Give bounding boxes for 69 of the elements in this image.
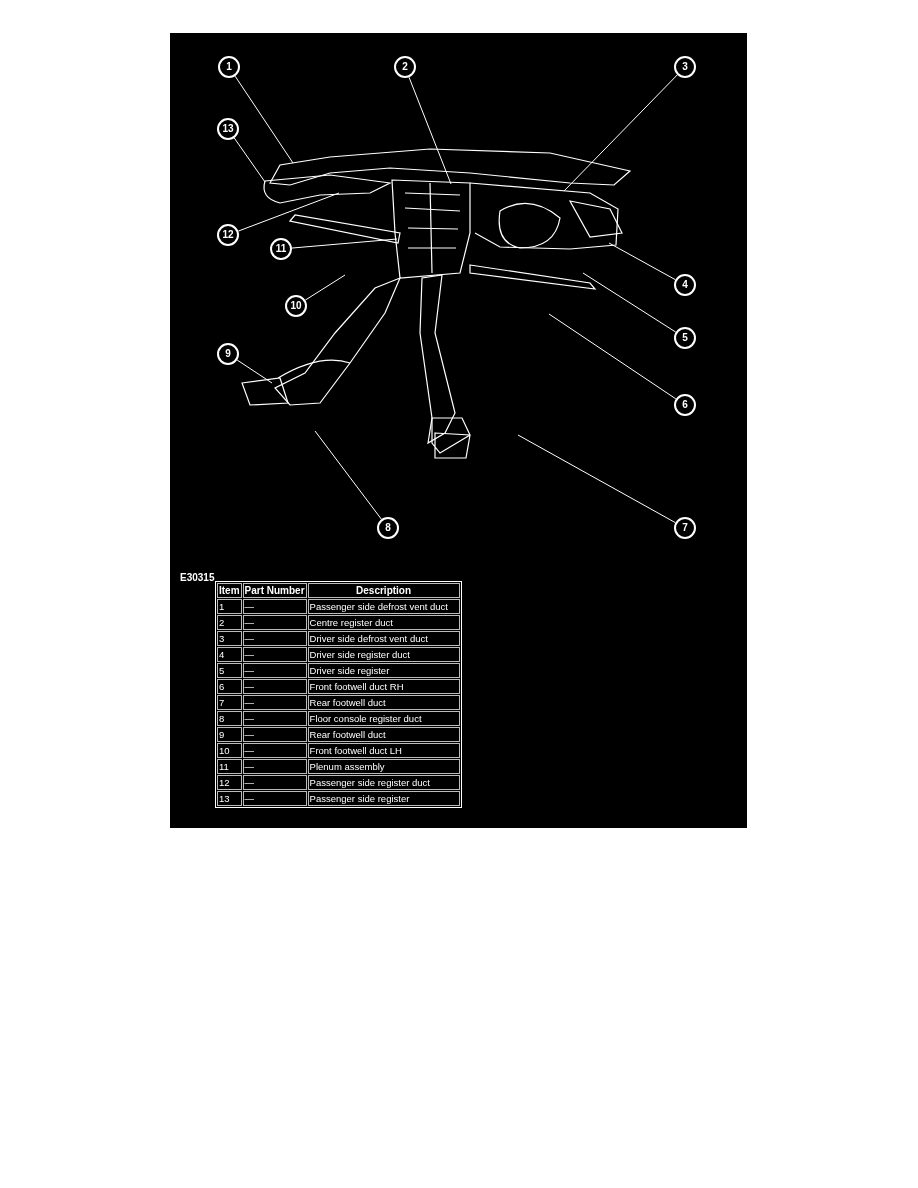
table-cell: 9 <box>217 727 242 742</box>
table-cell: Centre register duct <box>307 615 460 630</box>
table-cell: — <box>242 647 307 662</box>
table-cell: 6 <box>217 679 242 694</box>
table-cell: 8 <box>217 711 242 726</box>
table-cell: — <box>242 695 307 710</box>
leader-line <box>291 238 398 249</box>
table-cell: Passenger side defrost vent duct <box>307 599 460 614</box>
leader-line <box>563 74 678 192</box>
table-cell: 4 <box>217 647 242 662</box>
callout-number: 4 <box>674 274 696 296</box>
table-cell: Rear footwell duct <box>307 727 460 742</box>
leader-line <box>608 242 676 281</box>
table-cell: Front footwell duct RH <box>307 679 460 694</box>
leader-line <box>408 76 452 185</box>
figure-code: E30315 <box>180 572 215 583</box>
table-cell: — <box>242 663 307 678</box>
table-cell: 7 <box>217 695 242 710</box>
table-cell: 11 <box>217 759 242 774</box>
callout-number: 6 <box>674 394 696 416</box>
callout-number: 12 <box>217 224 239 246</box>
table-cell: Plenum assembly <box>307 759 460 774</box>
leader-line <box>304 274 346 301</box>
callout-number: 11 <box>270 238 292 260</box>
table-cell: 12 <box>217 775 242 790</box>
table-cell: 2 <box>217 615 242 630</box>
table-cell: Rear footwell duct <box>307 695 460 710</box>
callout-number: 10 <box>285 295 307 317</box>
callout-number: 5 <box>674 327 696 349</box>
leader-line <box>237 192 340 232</box>
table-cell: — <box>242 679 307 694</box>
table-cell: 13 <box>217 791 242 806</box>
callout-number: 3 <box>674 56 696 78</box>
table-cell: Floor console register duct <box>307 711 460 726</box>
table-cell: — <box>242 743 307 758</box>
table-cell: — <box>242 727 307 742</box>
leader-line <box>233 137 266 183</box>
table-cell: — <box>242 599 307 614</box>
table-cell: — <box>242 711 307 726</box>
leader-line <box>236 359 273 384</box>
table-cell: Driver side register <box>307 663 460 678</box>
table-cell: Passenger side register duct <box>307 775 460 790</box>
leader-line <box>548 313 677 400</box>
callout-number: 1 <box>218 56 240 78</box>
table-cell: — <box>242 791 307 806</box>
callout-number: 8 <box>377 517 399 539</box>
table-cell: Driver side defrost vent duct <box>307 631 460 646</box>
table-cell: 1 <box>217 599 242 614</box>
table-cell: — <box>242 759 307 774</box>
callout-number: 2 <box>394 56 416 78</box>
table-cell: Passenger side register <box>307 791 460 806</box>
table-cell: Driver side register duct <box>307 647 460 662</box>
callout-number: 9 <box>217 343 239 365</box>
table-cell: 3 <box>217 631 242 646</box>
leader-line <box>517 434 676 524</box>
table-cell: Front footwell duct LH <box>307 743 460 758</box>
table-cell: 10 <box>217 743 242 758</box>
leader-line <box>234 75 294 164</box>
leader-line <box>582 272 677 333</box>
table-cell: — <box>242 775 307 790</box>
table-header: Part Number <box>242 583 307 598</box>
table-cell: — <box>242 631 307 646</box>
table-header: Item <box>217 583 242 598</box>
table-header: Description <box>307 583 460 598</box>
leader-line <box>314 430 382 520</box>
callout-number: 13 <box>217 118 239 140</box>
table-cell: — <box>242 615 307 630</box>
table-cell: 5 <box>217 663 242 678</box>
callout-number: 7 <box>674 517 696 539</box>
